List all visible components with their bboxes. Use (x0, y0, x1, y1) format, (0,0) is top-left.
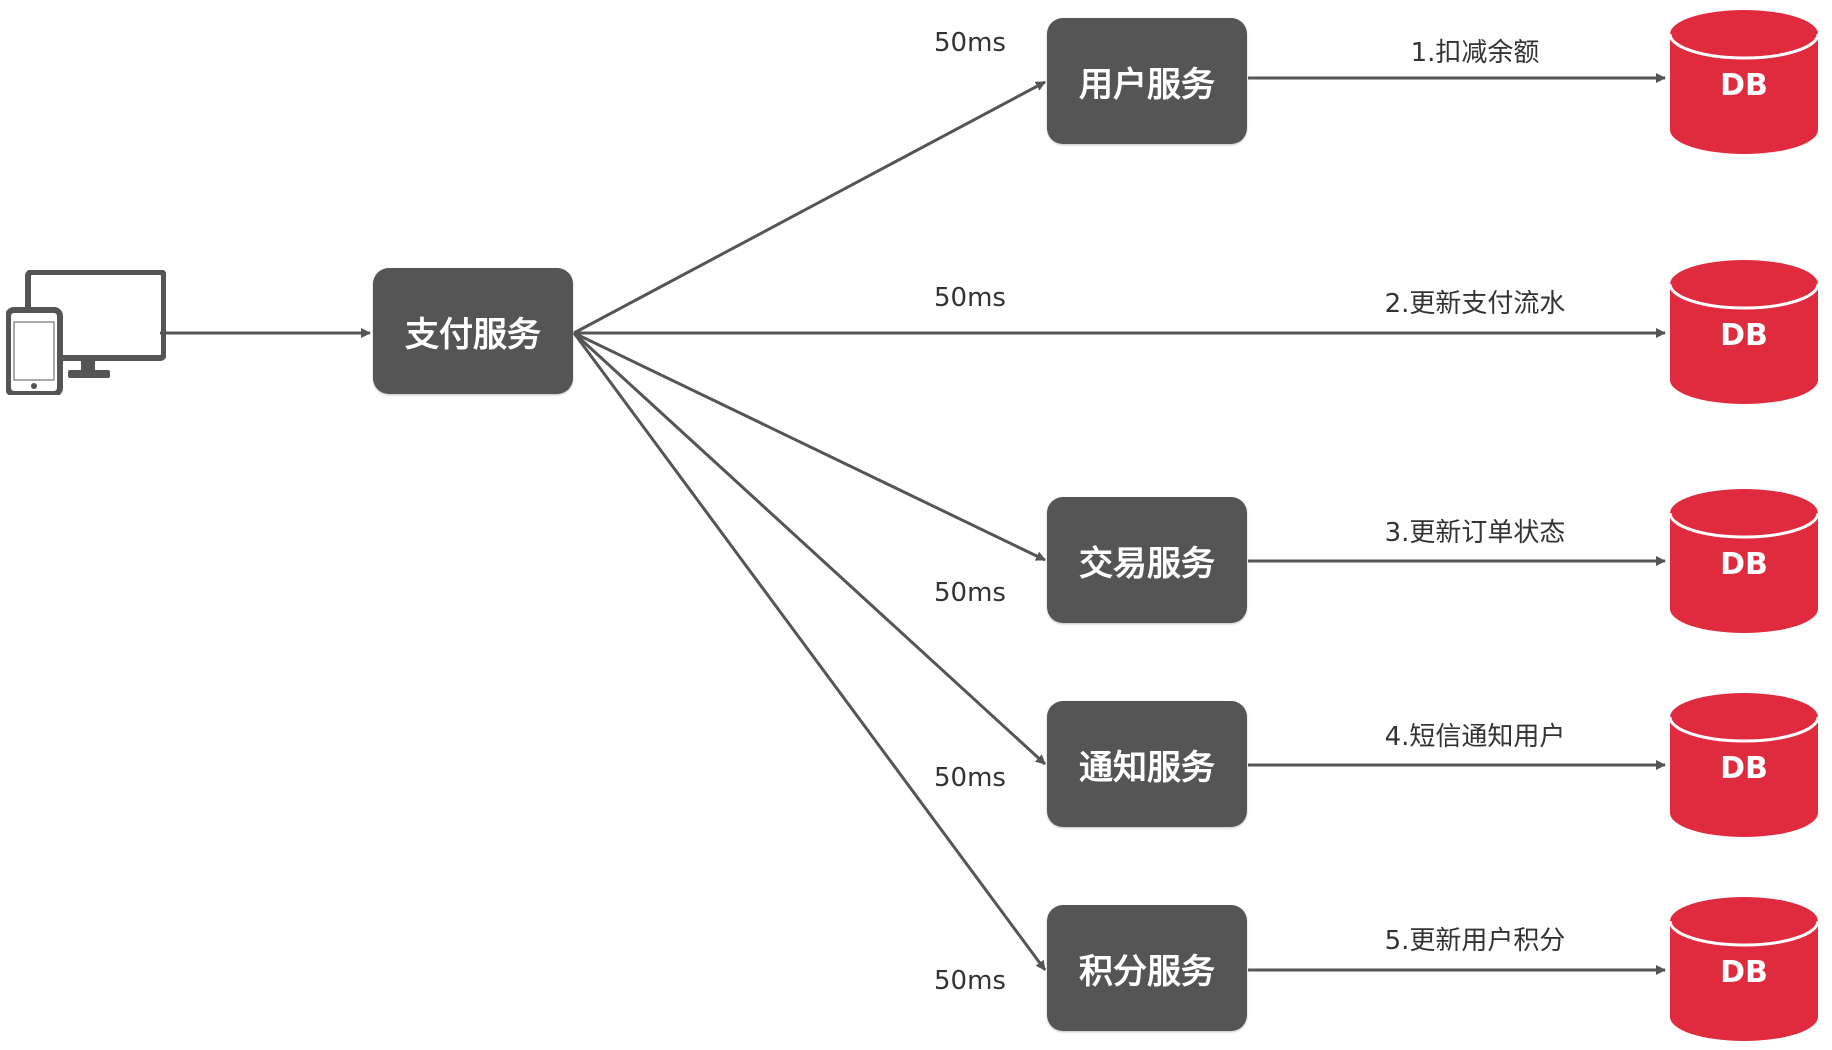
database-label: DB (1720, 751, 1768, 786)
database-cylinder-icon (1668, 693, 1820, 837)
database-cylinder-icon (1668, 10, 1820, 154)
points-service-box[interactable]: 积分服务 (1047, 905, 1247, 1031)
step-label-1: 1.扣减余额 (1410, 38, 1540, 68)
points-service-label: 积分服务 (1079, 951, 1215, 992)
database-cylinder-icon (1668, 260, 1820, 404)
latency-label-points: 50ms (934, 966, 1006, 996)
payment-service-box[interactable]: 支付服务 (373, 268, 573, 394)
devices-icon (6, 270, 166, 395)
trade-service-box[interactable]: 交易服务 (1047, 497, 1247, 623)
payment-service-label: 支付服务 (405, 314, 541, 355)
connector-payment-to-trade-service (573, 331, 1046, 562)
database-1[interactable]: DB (1668, 6, 1820, 156)
notify-service-label: 通知服务 (1079, 747, 1215, 788)
step-label-5: 5.更新用户积分 (1384, 926, 1566, 956)
trade-service-label: 交易服务 (1079, 543, 1215, 584)
notify-service-box[interactable]: 通知服务 (1047, 701, 1247, 827)
step-label-4: 4.短信通知用户 (1384, 722, 1566, 752)
latency-label-payment-flow: 50ms (934, 283, 1006, 313)
database-3[interactable]: DB (1668, 485, 1820, 635)
connector-payment-to-points-service (572, 332, 1047, 971)
user-service-label: 用户服务 (1079, 64, 1215, 105)
database-cylinder-icon (1668, 489, 1820, 633)
latency-label-notify: 50ms (934, 763, 1006, 793)
database-label: DB (1720, 318, 1768, 353)
database-label: DB (1720, 68, 1768, 103)
latency-label-trade: 50ms (934, 578, 1006, 608)
latency-label-user: 50ms (934, 28, 1006, 58)
connector-payment-to-user-service (573, 80, 1046, 335)
user-service-box[interactable]: 用户服务 (1047, 18, 1247, 144)
step-label-3: 3.更新订单状态 (1384, 518, 1566, 548)
database-5[interactable]: DB (1668, 893, 1820, 1043)
database-label: DB (1720, 547, 1768, 582)
step-label-2: 2.更新支付流水 (1384, 289, 1566, 319)
database-label: DB (1720, 955, 1768, 990)
database-cylinder-icon (1668, 897, 1820, 1041)
database-4[interactable]: DB (1668, 689, 1820, 839)
database-2[interactable]: DB (1668, 256, 1820, 406)
connector-payment-to-notify-service (572, 331, 1047, 766)
